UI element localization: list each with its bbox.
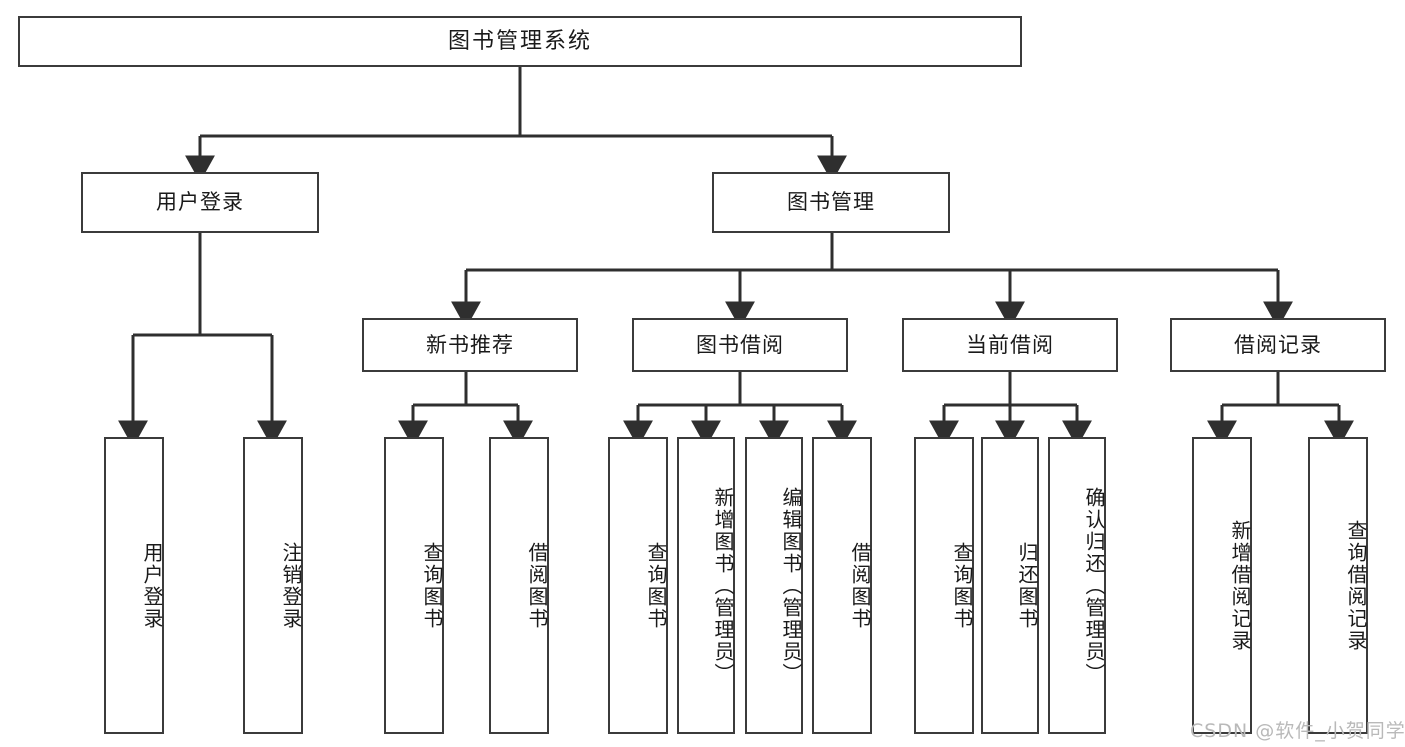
node-leaf-query-book-1-label: 查询图书 [420,541,444,630]
node-new-book-rec[interactable]: 新书推荐 [362,318,578,372]
node-new-book-rec-label: 新书推荐 [426,332,514,357]
node-leaf-borrow-book-1-label: 借阅图书 [525,541,549,630]
node-leaf-query-record-label: 查询借阅记录 [1344,519,1368,652]
node-leaf-query-book-3-label: 查询图书 [950,541,974,630]
node-book-manage[interactable]: 图书管理 [712,172,950,233]
node-leaf-add-record[interactable]: 新增借阅记录 [1192,437,1252,734]
node-leaf-borrow-book-2[interactable]: 借阅图书 [812,437,872,734]
node-current-borrow[interactable]: 当前借阅 [902,318,1118,372]
node-leaf-edit-book[interactable]: 编辑图书（管理员） [745,437,803,734]
node-leaf-return-book-label: 归还图书 [1015,541,1039,630]
node-book-borrow[interactable]: 图书借阅 [632,318,848,372]
node-book-manage-label: 图书管理 [787,190,875,215]
node-leaf-query-book-3[interactable]: 查询图书 [914,437,974,734]
node-leaf-user-login[interactable]: 用户登录 [104,437,164,734]
watermark: CSDN @软件_小贺同学 [1190,720,1405,742]
node-leaf-query-book-2-label: 查询图书 [644,541,668,630]
node-leaf-user-login-label: 用户登录 [140,541,164,630]
node-leaf-add-book[interactable]: 新增图书（管理员） [677,437,735,734]
node-current-borrow-label: 当前借阅 [966,332,1054,357]
node-borrow-record[interactable]: 借阅记录 [1170,318,1386,372]
node-user-login-label: 用户登录 [156,190,244,215]
node-leaf-query-book-2[interactable]: 查询图书 [608,437,668,734]
node-leaf-query-book-1[interactable]: 查询图书 [384,437,444,734]
node-leaf-query-record[interactable]: 查询借阅记录 [1308,437,1368,734]
node-leaf-user-logout[interactable]: 注销登录 [243,437,303,734]
node-leaf-add-book-label: 新增图书（管理员） [711,486,735,685]
node-user-login[interactable]: 用户登录 [81,172,319,233]
node-leaf-borrow-book-2-label: 借阅图书 [848,541,872,630]
node-leaf-confirm-return-label: 确认归还（管理员） [1082,486,1106,685]
node-book-borrow-label: 图书借阅 [696,332,784,357]
node-leaf-confirm-return[interactable]: 确认归还（管理员） [1048,437,1106,734]
node-leaf-add-record-label: 新增借阅记录 [1228,519,1252,652]
node-root-label: 图书管理系统 [447,28,592,54]
node-leaf-borrow-book-1[interactable]: 借阅图书 [489,437,549,734]
node-root[interactable]: 图书管理系统 [18,16,1022,67]
node-leaf-edit-book-label: 编辑图书（管理员） [779,486,803,685]
node-leaf-return-book[interactable]: 归还图书 [981,437,1039,734]
node-leaf-user-logout-label: 注销登录 [279,541,303,630]
node-borrow-record-label: 借阅记录 [1234,332,1322,357]
